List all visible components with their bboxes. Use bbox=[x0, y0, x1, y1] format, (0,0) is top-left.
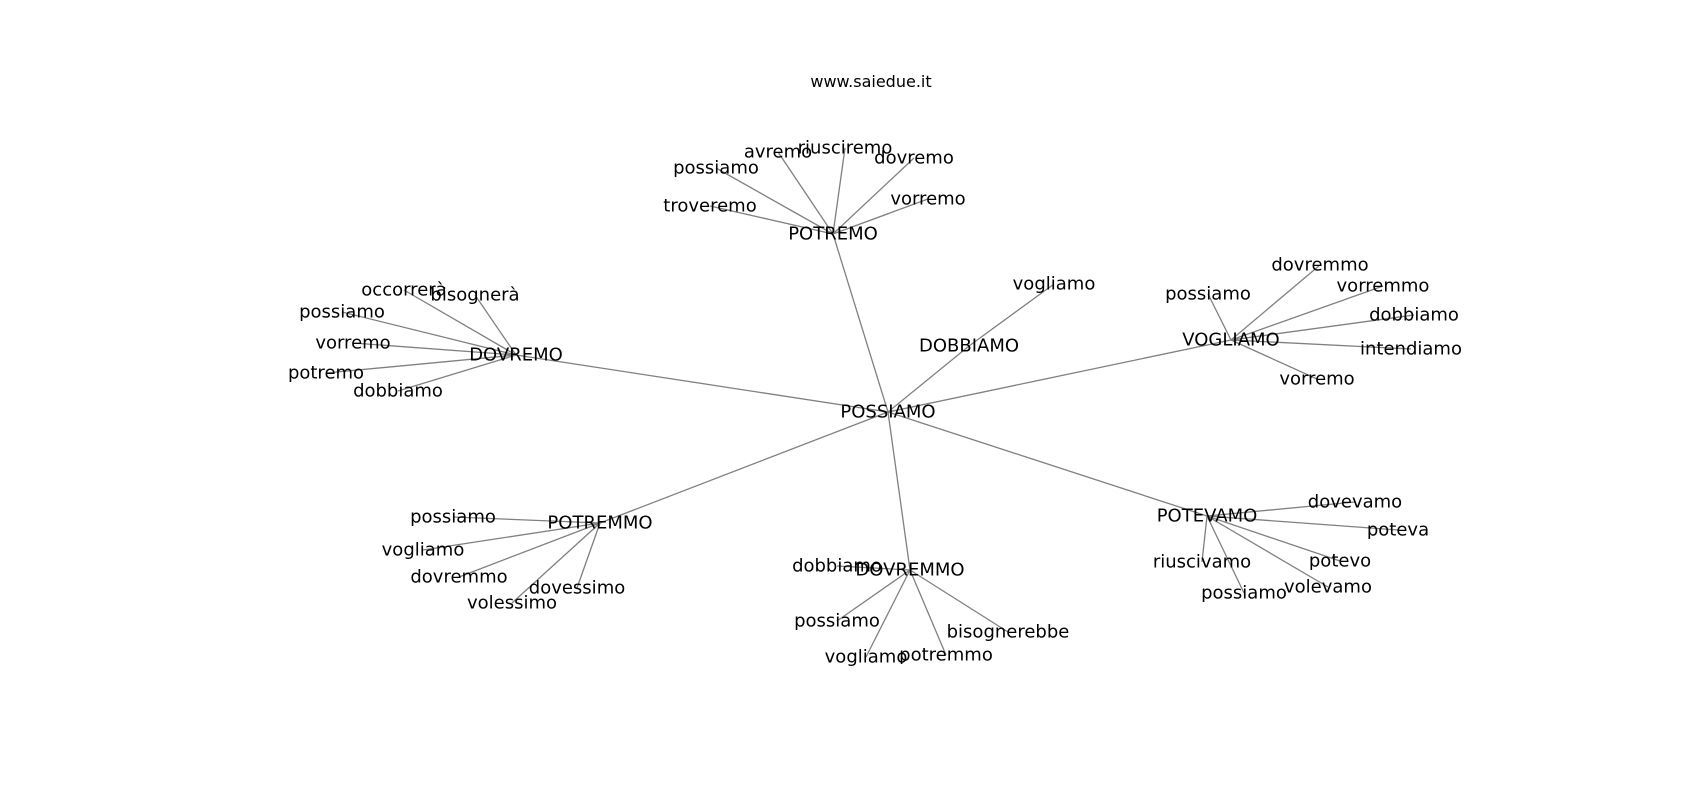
node-hub-dobbiamo: DOBBIAMO bbox=[919, 336, 1019, 357]
node-leaf: possiamo bbox=[410, 507, 496, 528]
edge-root-dovremmo bbox=[887, 411, 911, 571]
node-leaf: possiamo bbox=[299, 302, 385, 323]
node-leaf: dobbiamo bbox=[792, 556, 882, 577]
node-hub-vogliamo: VOGLIAMO bbox=[1182, 330, 1279, 351]
edge-dobbiamo-0 bbox=[968, 283, 1055, 347]
edge-root-potremmo bbox=[599, 411, 889, 524]
edge-potremmo-4 bbox=[511, 522, 601, 604]
node-leaf: poteva bbox=[1367, 520, 1429, 541]
node-leaf: riuscivamo bbox=[1153, 552, 1251, 573]
node-leaf: dovessimo bbox=[529, 578, 625, 599]
node-leaf: vorremo bbox=[315, 333, 390, 354]
node-leaf: bisognerebbe bbox=[947, 622, 1070, 643]
node-leaf: dovevamo bbox=[1308, 492, 1402, 513]
edge-potremmo-1 bbox=[422, 522, 601, 551]
node-hub-dovremmo: DOVREMMO bbox=[855, 560, 964, 581]
node-leaf: possiamo bbox=[673, 158, 759, 179]
node-leaf: vogliamo bbox=[382, 540, 465, 561]
edge-root-dovremo bbox=[515, 354, 889, 413]
edge-potremo-2 bbox=[832, 147, 846, 235]
graph-labels: POSSIAMOPOTREMOpossiamoavremoriusciremod… bbox=[288, 138, 1462, 668]
node-leaf: volessimo bbox=[467, 593, 557, 614]
edge-vogliamo-2 bbox=[1230, 285, 1384, 341]
edge-dovremo-5 bbox=[397, 354, 517, 392]
node-leaf: troveremo bbox=[663, 196, 756, 217]
edge-vogliamo-5 bbox=[1230, 339, 1318, 380]
node-leaf: potremmo bbox=[899, 645, 993, 666]
edge-root-potevamo bbox=[887, 411, 1208, 517]
node-leaf: vorremmo bbox=[1337, 276, 1430, 297]
edge-dovremmo-4 bbox=[909, 569, 1009, 633]
node-hub-potremo: POTREMO bbox=[788, 224, 878, 245]
edge-potremmo-2 bbox=[458, 522, 601, 578]
edge-dovremo-0 bbox=[403, 289, 517, 356]
edge-potremmo-0 bbox=[452, 516, 601, 524]
edge-vogliamo-4 bbox=[1230, 339, 1412, 350]
node-leaf: possiamo bbox=[1165, 284, 1251, 305]
edge-potevamo-0 bbox=[1206, 501, 1356, 517]
edge-dovremmo-3 bbox=[909, 569, 947, 656]
node-leaf: vogliamo bbox=[825, 647, 908, 668]
node-hub-dovremo: DOVREMO bbox=[469, 345, 563, 366]
edge-potevamo-3 bbox=[1206, 515, 1341, 562]
node-leaf: riusciremo bbox=[798, 138, 893, 159]
edge-potremo-4 bbox=[832, 198, 929, 235]
node-leaf: vorremo bbox=[890, 189, 965, 210]
node-hub-potremmo: POTREMMO bbox=[547, 513, 652, 534]
node-leaf: potevo bbox=[1309, 551, 1371, 572]
edge-dovremo-4 bbox=[325, 354, 517, 374]
node-leaf: possiamo bbox=[794, 611, 880, 632]
edge-dovremo-3 bbox=[352, 342, 517, 356]
edge-potevamo-1 bbox=[1206, 515, 1399, 531]
edge-potremo-5 bbox=[709, 205, 834, 235]
node-leaf: avremo bbox=[744, 142, 812, 163]
edge-potremo-3 bbox=[832, 157, 915, 235]
edge-dovremo-2 bbox=[341, 311, 517, 356]
node-leaf: dovremo bbox=[874, 148, 954, 169]
edge-potremo-0 bbox=[715, 167, 834, 235]
edge-vogliamo-1 bbox=[1207, 293, 1232, 341]
edge-dovremo-1 bbox=[474, 294, 517, 356]
edge-potremo-1 bbox=[777, 151, 834, 235]
edge-potevamo-4 bbox=[1206, 515, 1245, 594]
node-leaf: bisognerà bbox=[430, 285, 519, 306]
edge-dovremmo-1 bbox=[836, 569, 911, 622]
node-root: POSSIAMO bbox=[840, 402, 935, 423]
node-leaf: possiamo bbox=[1201, 583, 1287, 604]
node-leaf: dovremmo bbox=[1271, 255, 1368, 276]
node-leaf: dobbiamo bbox=[1369, 305, 1459, 326]
node-leaf: volevamo bbox=[1284, 577, 1372, 598]
edge-dovremmo-0 bbox=[836, 565, 911, 571]
edge-vogliamo-3 bbox=[1230, 314, 1415, 341]
edge-root-vogliamo bbox=[887, 339, 1232, 413]
node-leaf: dobbiamo bbox=[353, 381, 443, 402]
edge-potevamo-2 bbox=[1201, 515, 1208, 563]
node-leaf: occorrerà bbox=[361, 280, 446, 301]
node-hub-potevamo: POTEVAMO bbox=[1157, 506, 1258, 527]
node-leaf: intendiamo bbox=[1360, 339, 1462, 360]
node-leaf: dovremmo bbox=[410, 567, 507, 588]
node-leaf: vogliamo bbox=[1013, 274, 1096, 295]
node-leaf: potremo bbox=[288, 363, 364, 384]
graph-edges bbox=[325, 147, 1415, 658]
edge-dovremmo-2 bbox=[865, 569, 911, 658]
edge-root-dobbiamo bbox=[887, 345, 970, 413]
site-watermark: www.saiedue.it bbox=[810, 72, 932, 91]
node-leaf: vorremo bbox=[1279, 369, 1354, 390]
edge-potevamo-5 bbox=[1206, 515, 1329, 588]
edge-vogliamo-0 bbox=[1230, 264, 1321, 341]
edge-root-potremo bbox=[832, 233, 889, 413]
edge-potremmo-3 bbox=[576, 522, 601, 589]
